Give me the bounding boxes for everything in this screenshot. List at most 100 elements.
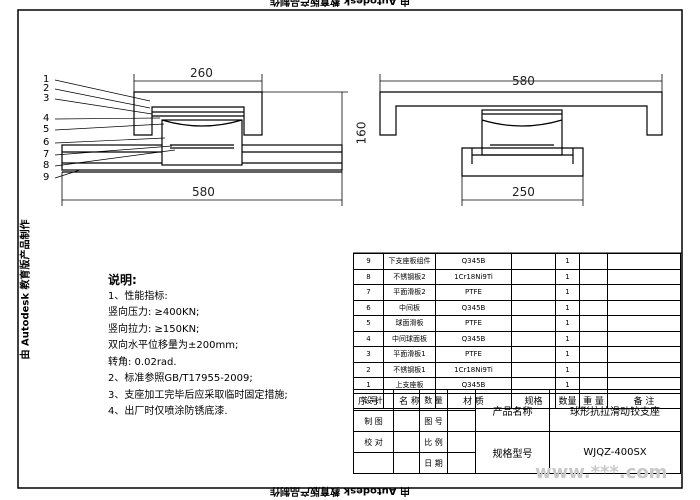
bom-cell-spec xyxy=(511,284,556,301)
callout-9: 9 xyxy=(43,172,50,183)
bom-cell-remark xyxy=(607,361,681,378)
bom-cell-spec xyxy=(511,330,556,347)
callout-2: 2 xyxy=(43,83,50,94)
bom-cell-weight xyxy=(579,268,608,285)
bom-cell-no: 6 xyxy=(353,299,384,316)
bom-cell-weight xyxy=(579,330,608,347)
notes-line: 竖向拉力: ≥150KN; xyxy=(108,323,200,335)
bom-cell-weight xyxy=(579,346,608,363)
bom-cell-remark xyxy=(607,330,681,347)
bom-cell-name: 不锈钢板2 xyxy=(383,268,436,285)
notes-line: 转角: 0.02rad. xyxy=(108,356,177,368)
callout-3: 3 xyxy=(43,93,50,104)
notes-line: 4、出厂时仅喷涂防锈底漆. xyxy=(108,406,228,417)
bom-cell-qty: 1 xyxy=(555,315,580,332)
bom-cell-qty: 1 xyxy=(555,268,580,285)
bom-cell-name: 平面滑板1 xyxy=(383,346,436,363)
bom-cell-name: 中间板 xyxy=(383,299,436,316)
bom-cell-qty: 1 xyxy=(555,284,580,301)
notes-line: 1、性能指标: xyxy=(108,290,168,302)
notes-line: 竖向压力: ≥400KN; xyxy=(108,307,200,318)
tb-product-value: 球形抗拉滑动铰支座 xyxy=(549,389,681,432)
callout-5: 5 xyxy=(43,124,50,135)
notes-line: 2、标准参照GB/T17955-2009; xyxy=(108,373,253,384)
bom-cell-qty: 1 xyxy=(555,330,580,347)
bom-cell-name: 平面滑板2 xyxy=(383,284,436,301)
right-elevation xyxy=(379,74,663,206)
tb-check: 校 对 xyxy=(353,431,394,453)
dim-top-left: 260 xyxy=(190,66,213,80)
dim-height: 160 xyxy=(354,121,369,145)
bom-cell-material: 1Cr18Ni9Ti xyxy=(435,268,512,285)
bom-cell-material: Q345B xyxy=(435,299,512,316)
bom-cell-remark xyxy=(607,299,681,316)
callout-7: 7 xyxy=(43,149,50,160)
bom-cell-material: 1Cr18Ni9Ti xyxy=(435,361,512,378)
tb-product-label: 产品名称 xyxy=(475,389,550,432)
bom-cell-no: 2 xyxy=(353,361,384,378)
bom-cell-material: PTFE xyxy=(435,315,512,332)
bom-cell-no: 5 xyxy=(353,315,384,332)
drawing-frame xyxy=(17,9,683,489)
site-logo: www.***.com xyxy=(535,462,668,483)
bom-cell-material: Q345B xyxy=(435,253,512,270)
bom-cell-material: PTFE xyxy=(435,346,512,363)
tb-scale: 比 例 xyxy=(419,431,448,453)
dim-bottom-left: 580 xyxy=(192,185,215,199)
bom-cell-spec xyxy=(511,253,556,270)
bom-cell-spec xyxy=(511,361,556,378)
dim-top-right: 580 xyxy=(512,74,535,88)
bom-cell-no: 9 xyxy=(353,253,384,270)
bom-cell-name: 球面滑板 xyxy=(383,315,436,332)
title-block: 设 计 数 量 产品名称 球形抗拉滑动铰支座 制 图 图 号 校 对 比 例 规… xyxy=(353,389,681,474)
notes-title: 说明: xyxy=(108,273,137,287)
bom-cell-spec xyxy=(511,299,556,316)
tb-spec-value: WJQZ-400SX xyxy=(549,431,681,474)
bom-cell-spec xyxy=(511,315,556,332)
bom-cell-no: 3 xyxy=(353,346,384,363)
callout-4: 4 xyxy=(43,113,50,124)
bom-cell-weight xyxy=(579,284,608,301)
bom-cell-weight xyxy=(579,361,608,378)
tb-spec-label: 规格型号 xyxy=(475,431,550,474)
bom-cell-qty: 1 xyxy=(555,299,580,316)
bom-cell-no: 7 xyxy=(353,284,384,301)
tb-count: 数 量 xyxy=(419,389,448,411)
bom-cell-no: 8 xyxy=(353,268,384,285)
tb-draw: 制 图 xyxy=(353,410,394,432)
bom-cell-name: 中间球面板 xyxy=(383,330,436,347)
callout-1: 1 xyxy=(43,74,50,85)
bom-cell-remark xyxy=(607,346,681,363)
tb-design: 设 计 xyxy=(353,389,394,411)
tb-drawing-no: 图 号 xyxy=(419,410,448,432)
bom-cell-remark xyxy=(607,253,681,270)
bom-cell-remark xyxy=(607,284,681,301)
bom-cell-remark xyxy=(607,268,681,285)
bom-cell-spec xyxy=(511,346,556,363)
bom-cell-material: PTFE xyxy=(435,284,512,301)
bom-cell-remark xyxy=(607,315,681,332)
notes-block: 说明: 1、性能指标: 竖向压力: ≥400KN; 竖向拉力: ≥150KN; … xyxy=(108,272,288,421)
left-elevation xyxy=(54,74,348,206)
notes-line: 双向水平位移量为±200mm; xyxy=(108,340,239,351)
bom-cell-weight xyxy=(579,315,608,332)
bom-cell-qty: 1 xyxy=(555,361,580,378)
tb-date: 日 期 xyxy=(419,452,448,474)
bom-cell-no: 4 xyxy=(353,330,384,347)
bom-cell-spec xyxy=(511,268,556,285)
callout-8: 8 xyxy=(43,160,50,171)
callout-6: 6 xyxy=(43,137,50,148)
dim-bottom-right: 250 xyxy=(512,185,535,199)
bom-cell-qty: 1 xyxy=(555,253,580,270)
notes-line: 3、支座加工完毕后应采取临时固定措施; xyxy=(108,389,288,401)
